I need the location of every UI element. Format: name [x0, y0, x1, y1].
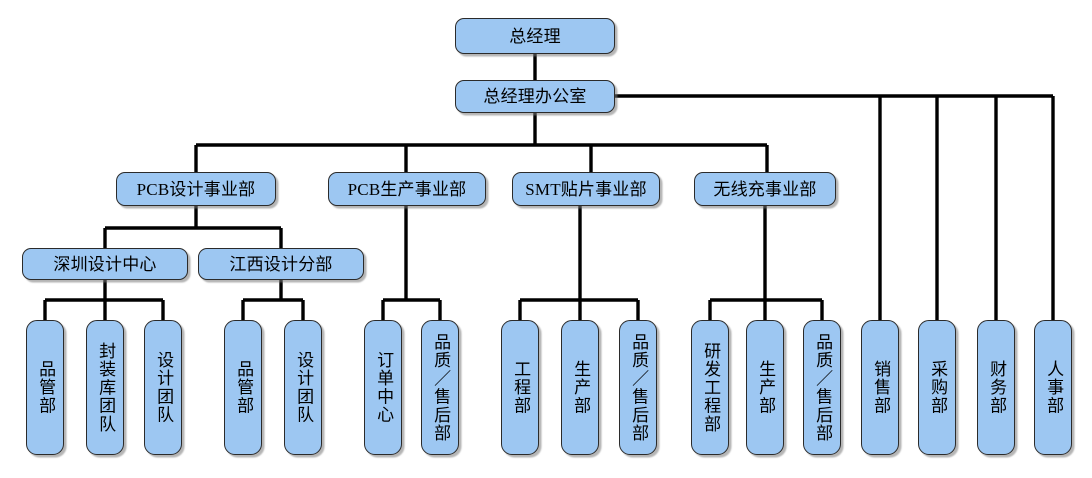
- node-leaf-jx-quality-label: 品管部: [234, 360, 254, 415]
- node-leaf-sz-design-team-label: 设计团队: [154, 351, 174, 424]
- node-leaf-wl-rd-engineering-label: 研发工程部: [701, 342, 721, 433]
- node-leaf-sz-quality[interactable]: 品管部: [26, 320, 64, 455]
- node-dept-finance[interactable]: 财务部: [977, 320, 1015, 455]
- node-leaf-smt-production-label: 生产部: [571, 360, 591, 415]
- node-dept-sales-label: 销售部: [871, 360, 891, 415]
- node-leaf-smt-quality-aftersales[interactable]: 品质／售后部: [619, 320, 657, 455]
- node-ceo-label: 总经理: [509, 26, 561, 46]
- node-leaf-wl-production[interactable]: 生产部: [746, 320, 784, 455]
- node-leaf-smt-engineering-label: 工程部: [511, 360, 531, 415]
- node-leaf-wl-production-label: 生产部: [756, 360, 776, 415]
- node-dept-hr-label: 人事部: [1044, 360, 1064, 415]
- node-division-pcb-design[interactable]: PCB设计事业部: [116, 172, 276, 206]
- node-leaf-smt-engineering[interactable]: 工程部: [501, 320, 539, 455]
- node-design-center-jiangxi[interactable]: 江西设计分部: [198, 248, 364, 280]
- node-leaf-pp-order-center[interactable]: 订单中心: [364, 320, 402, 455]
- node-dept-purchasing[interactable]: 采购部: [918, 320, 956, 455]
- node-leaf-jx-quality[interactable]: 品管部: [224, 320, 262, 455]
- node-leaf-smt-quality-aftersales-label: 品质／售后部: [629, 332, 649, 443]
- node-leaf-pp-order-center-label: 订单中心: [374, 351, 394, 424]
- node-leaf-pp-quality-aftersales-label: 品质／售后部: [431, 332, 451, 443]
- node-design-center-shenzhen-label: 深圳设计中心: [53, 254, 157, 274]
- node-leaf-pp-quality-aftersales[interactable]: 品质／售后部: [421, 320, 459, 455]
- node-leaf-jx-design-team[interactable]: 设计团队: [284, 320, 322, 455]
- node-leaf-sz-footprint-library[interactable]: 封装库团队: [86, 320, 124, 455]
- node-leaf-sz-footprint-library-label: 封装库团队: [96, 342, 116, 433]
- node-leaf-wl-rd-engineering[interactable]: 研发工程部: [691, 320, 729, 455]
- node-ceo-office[interactable]: 总经理办公室: [455, 80, 615, 113]
- node-dept-purchasing-label: 采购部: [928, 360, 948, 415]
- node-division-pcb-production-label: PCB生产事业部: [347, 179, 467, 199]
- node-design-center-shenzhen[interactable]: 深圳设计中心: [22, 248, 188, 280]
- node-division-pcb-design-label: PCB设计事业部: [136, 179, 256, 199]
- node-division-wireless[interactable]: 无线充事业部: [694, 172, 836, 206]
- node-leaf-wl-quality-aftersales-label: 品质／售后部: [813, 332, 833, 443]
- node-dept-finance-label: 财务部: [987, 360, 1007, 415]
- node-leaf-jx-design-team-label: 设计团队: [294, 351, 314, 424]
- node-dept-sales[interactable]: 销售部: [861, 320, 899, 455]
- node-dept-hr[interactable]: 人事部: [1034, 320, 1072, 455]
- node-leaf-smt-production[interactable]: 生产部: [561, 320, 599, 455]
- node-leaf-wl-quality-aftersales[interactable]: 品质／售后部: [803, 320, 841, 455]
- node-ceo[interactable]: 总经理: [455, 18, 615, 54]
- node-leaf-sz-quality-label: 品管部: [36, 360, 56, 415]
- node-ceo-office-label: 总经理办公室: [483, 87, 587, 106]
- node-division-smt-label: SMT贴片事业部: [525, 179, 647, 199]
- node-leaf-sz-design-team[interactable]: 设计团队: [144, 320, 182, 455]
- node-division-wireless-label: 无线充事业部: [713, 179, 817, 199]
- node-division-pcb-production[interactable]: PCB生产事业部: [328, 172, 486, 206]
- node-design-center-jiangxi-label: 江西设计分部: [229, 254, 333, 274]
- node-division-smt[interactable]: SMT贴片事业部: [512, 172, 660, 206]
